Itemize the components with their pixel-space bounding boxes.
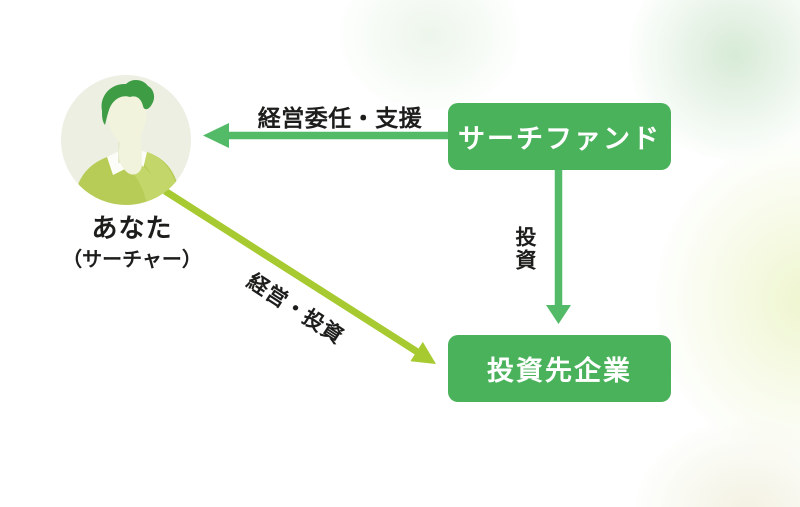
actor-subtitle: （サーチャー） <box>62 249 202 271</box>
node-target-company-label: 投資先企業 <box>487 356 632 386</box>
actor-name: あなた <box>91 213 173 243</box>
investment-arrow-label: 投資 <box>513 226 536 272</box>
delegation-arrow-label: 経営委任・支援 <box>257 105 423 131</box>
investment-arrow <box>546 170 571 324</box>
person-thinking-icon <box>61 75 191 205</box>
manage-invest-arrow <box>163 188 436 364</box>
delegation-arrow <box>203 123 448 148</box>
node-search-fund-label: サーチファンド <box>458 124 661 154</box>
node-target-company: 投資先企業 <box>448 335 671 402</box>
node-search-fund: サーチファンド <box>448 103 671 170</box>
actor-avatar <box>61 75 191 205</box>
